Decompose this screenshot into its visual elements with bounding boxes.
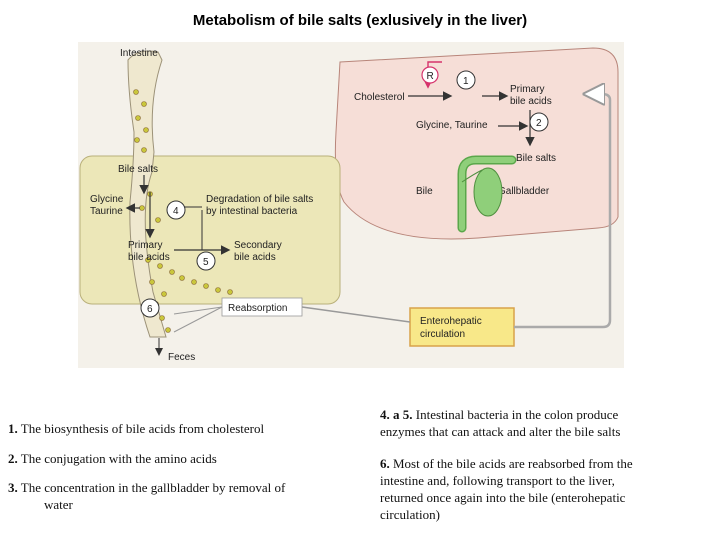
note-6-text-2: intestine and, following transport to th… <box>380 473 615 488</box>
note-6-text-3: returned once again into the bile (enter… <box>380 490 626 505</box>
note-4-5-text: Intestinal bacteria in the colon produce <box>412 407 619 422</box>
note-3-text-continued: water <box>44 497 73 512</box>
note-3-number: 3. <box>8 480 18 495</box>
note-4-5-number: 4. a 5. <box>380 407 413 422</box>
bile-salts-liver-label: Bile salts <box>516 153 556 164</box>
note-4-5: 4. a 5. Intestinal bacteria in the colon… <box>380 406 710 440</box>
step-4: 4 <box>173 206 179 217</box>
step-1: 1 <box>463 76 469 87</box>
intestine-box <box>79 155 341 305</box>
glycine-taurine-liver-label: Glycine, Taurine <box>416 120 488 131</box>
degradation-label: Degradation of bile salts <box>206 194 313 205</box>
note-1: 1. The biosynthesis of bile acids from c… <box>8 420 358 437</box>
note-3: 3. The concentration in the gallbladder … <box>8 479 363 513</box>
note-4-5-text-continued: enzymes that can attack and alter the bi… <box>380 424 621 439</box>
note-6-text-4: circulation) <box>380 507 440 522</box>
note-1-number: 1. <box>8 421 18 436</box>
primary-bile-acids-gut-label: Primary <box>128 240 162 251</box>
note-2-text: The conjugation with the amino acids <box>17 451 217 466</box>
note-2-number: 2. <box>8 451 18 466</box>
bile-label: Bile <box>416 186 433 197</box>
page-title: Metabolism of bile salts (exlusively in … <box>192 12 528 29</box>
enterohepatic-label-2: circulation <box>420 329 465 340</box>
note-1-text: The biosynthesis of bile acids from chol… <box>17 421 265 436</box>
primary-bile-acids-liver-label-2: bile acids <box>510 96 552 107</box>
intestine-tube <box>127 50 167 338</box>
note-3-text: The concentration in the gallbladder by … <box>17 480 286 495</box>
step-2: 2 <box>536 118 542 129</box>
intestine-label: Intestine <box>120 48 158 59</box>
degradation-label-2: by intestinal bacteria <box>206 206 298 217</box>
taurine-label: Taurine <box>90 206 123 217</box>
glycine-label: Glycine <box>90 194 124 205</box>
secondary-bile-acids-label-2: bile acids <box>234 252 276 263</box>
gallbladder-shape <box>473 167 503 217</box>
primary-bile-acids-gut-label-2: bile acids <box>128 252 170 263</box>
marker-r: R <box>427 71 434 82</box>
bile-salt-diagram: Intestine Feces Cholesterol Primary bile… <box>78 42 624 368</box>
note-6: 6. Most of the bile acids are reabsorbed… <box>380 455 710 523</box>
cholesterol-label: Cholesterol <box>354 92 405 103</box>
gallbladder-label: Gallbladder <box>498 186 550 197</box>
reabsorption-label: Reabsorption <box>228 303 287 314</box>
step-6: 6 <box>147 304 153 315</box>
primary-bile-acids-liver-label: Primary <box>510 84 544 95</box>
step-5: 5 <box>203 257 209 268</box>
enterohepatic-box <box>409 307 515 347</box>
note-6-text: Most of the bile acids are reabsorbed fr… <box>389 456 633 471</box>
note-2: 2. The conjugation with the amino acids <box>8 450 358 467</box>
note-6-number: 6. <box>380 456 390 471</box>
feces-label: Feces <box>168 352 195 363</box>
liver-shape <box>334 47 619 240</box>
bile-salts-gut-label: Bile salts <box>118 164 158 175</box>
step-markers: R 1 2 4 5 6 <box>140 66 549 318</box>
enterohepatic-label: Enterohepatic <box>420 316 482 327</box>
secondary-bile-acids-label: Secondary <box>234 240 282 251</box>
